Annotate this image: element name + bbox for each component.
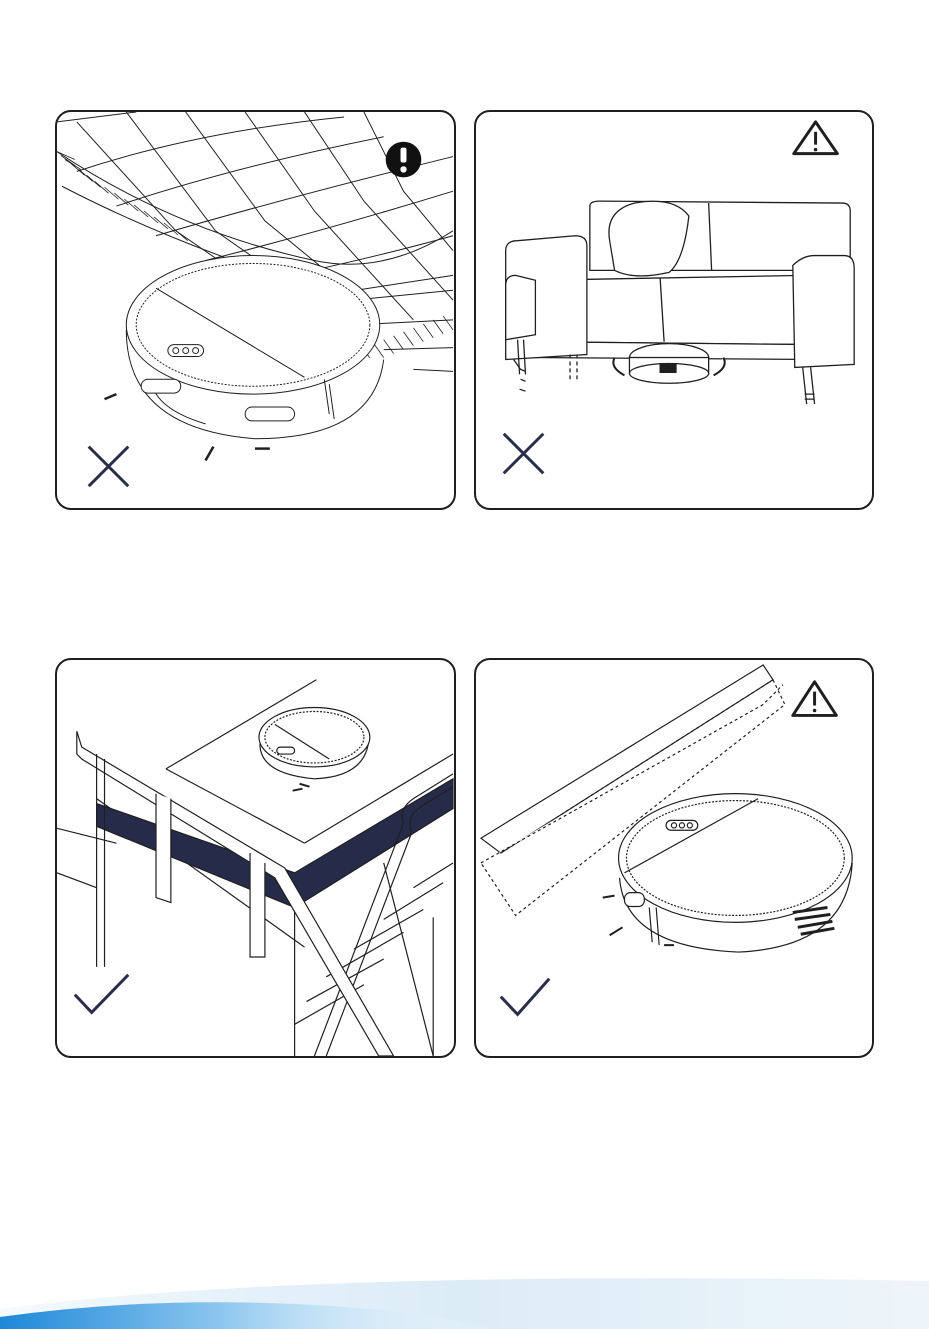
cross-mark-icon [89,447,129,487]
warning-triangle-icon [794,122,838,154]
panel-rug-fringe [55,110,456,510]
robot-vacuum [259,708,370,791]
rug-scene-illustration [57,112,454,508]
stairs-scene-illustration [57,660,454,1056]
cross-mark-icon [504,434,544,474]
warning-triangle-icon [793,682,837,716]
check-mark-icon [75,975,128,1013]
robot-vacuum [126,256,383,439]
robot-button-cluster [666,820,698,830]
footer-wave-decoration [0,1269,929,1329]
threshold-scene-illustration [476,660,872,1056]
robot-vacuum [603,794,852,952]
sofa-scene-illustration [476,112,872,508]
check-mark-icon [501,979,550,1015]
handrail [57,731,394,1056]
exclamation-badge-icon [386,142,422,178]
panel-threshold [474,658,874,1058]
robot-button-cluster [168,345,204,357]
panel-stairs [55,658,456,1058]
panel-sofa [474,110,874,510]
